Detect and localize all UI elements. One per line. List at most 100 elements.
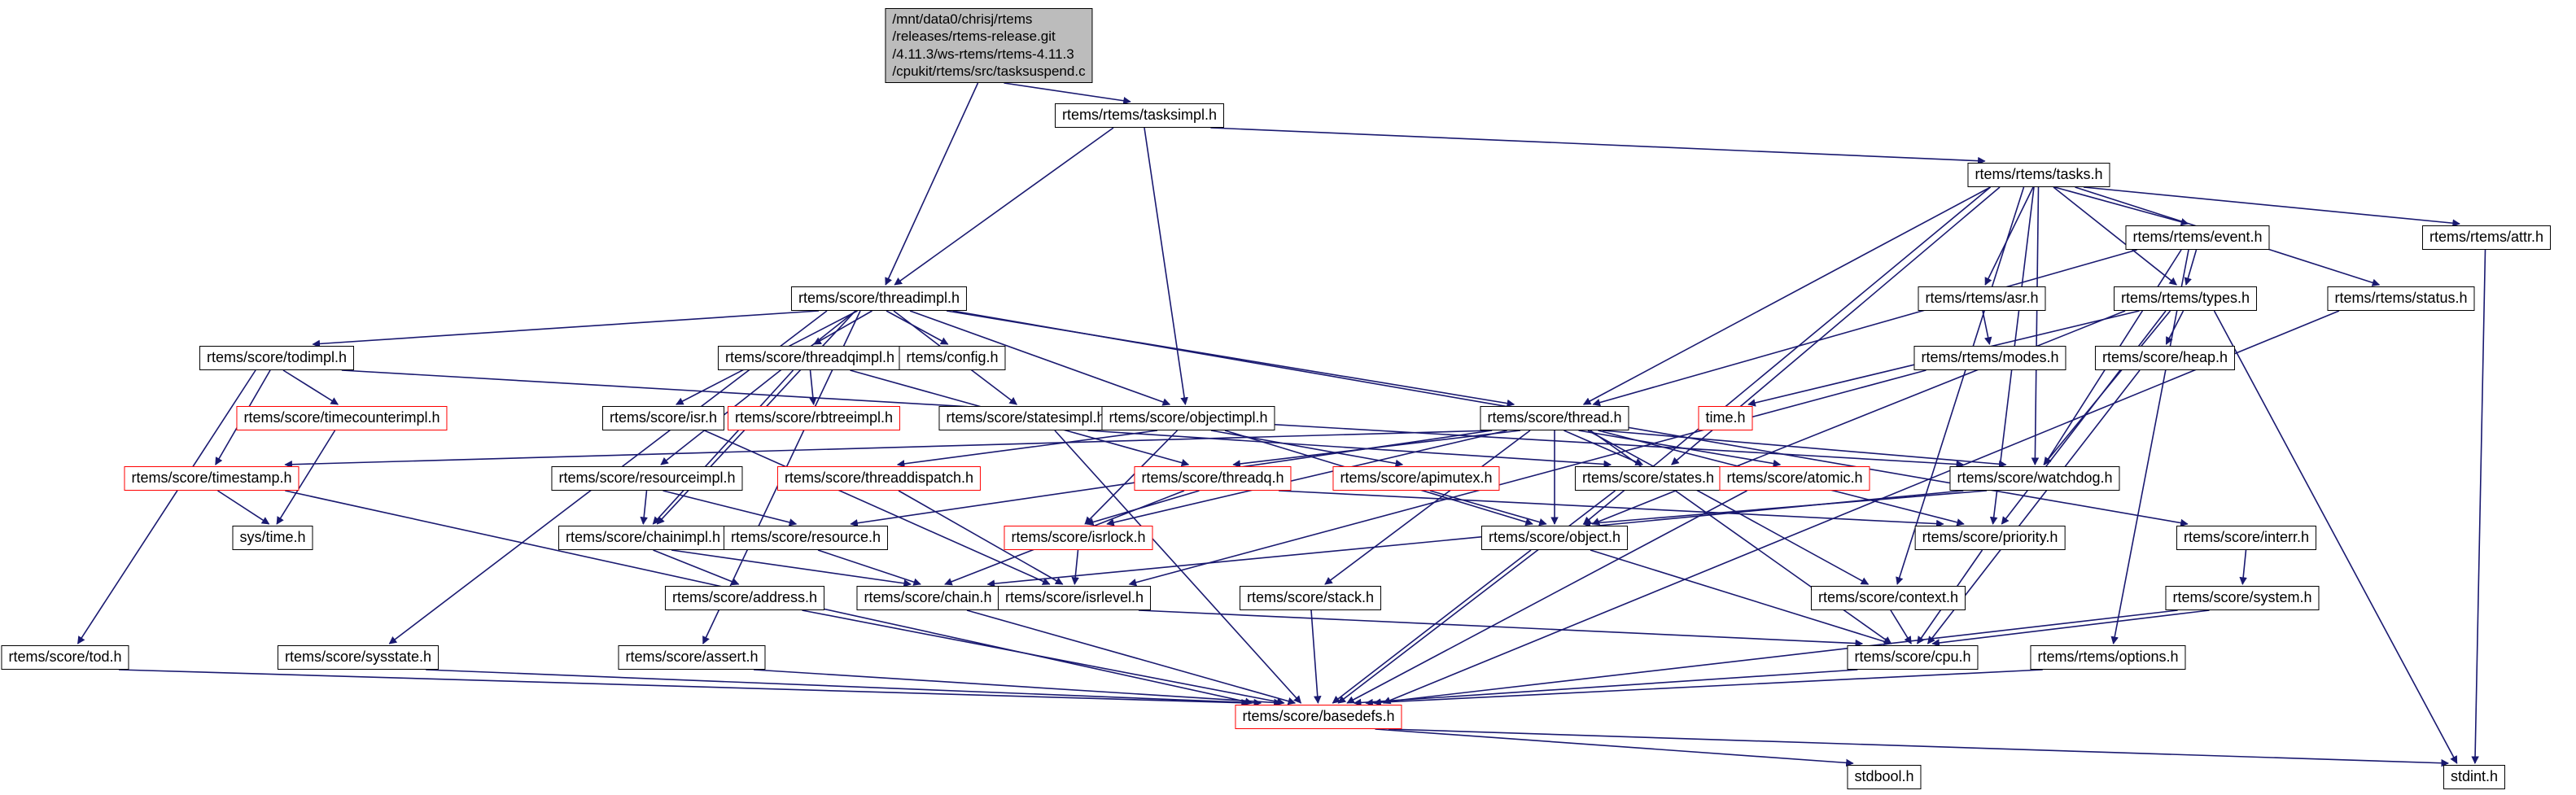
include-edge-thread-h-to-watchdog-h	[1602, 430, 2007, 469]
include-edge-system-h-to-cpu-h	[1931, 609, 2210, 647]
graph-node-threadqimpl-h[interactable]: rtems/score/threadqimpl.h	[717, 346, 903, 370]
include-edge-thread-h-to-atomic-h	[1578, 430, 1782, 468]
include-edge-thread-h-to-timestamp-h	[284, 430, 1493, 469]
graph-node-rbtreeimpl-h[interactable]: rtems/score/rbtreeimpl.h	[727, 406, 901, 430]
include-edge-cpu-h-to-basedefs-h	[1353, 669, 1858, 707]
graph-node-cpu-h[interactable]: rtems/score/cpu.h	[1847, 645, 1979, 670]
graph-node-statesimpl-h[interactable]: rtems/score/statesimpl.h	[938, 406, 1113, 430]
include-edge-threadimpl-h-to-threadqimpl-h	[813, 310, 873, 345]
include-edge-basedefs-h-to-stdbool-h	[1375, 728, 1854, 767]
include-edge-thread-h-to-context-h	[1587, 430, 1870, 585]
graph-node-threadq-h[interactable]: rtems/score/threadq.h	[1134, 466, 1292, 491]
graph-node-time-h[interactable]: time.h	[1698, 406, 1753, 430]
include-edge-basedefs-h-to-stdint-h	[1389, 728, 2450, 767]
graph-node-watchdog-h[interactable]: rtems/score/watchdog.h	[1949, 466, 2120, 491]
include-edge-objectimpl-h-to-threaddispatch-h	[896, 430, 1158, 468]
include-edge-objectimpl-h-to-isrlock-h	[1084, 430, 1179, 525]
graph-node-rtems-types-h[interactable]: rtems/rtems/types.h	[2113, 286, 2258, 311]
graph-node-stdint-h[interactable]: stdint.h	[2443, 765, 2506, 789]
graph-node-apimutex-h[interactable]: rtems/score/apimutex.h	[1332, 466, 1500, 491]
include-edge-watchdog-h-to-object-h	[1582, 490, 1988, 528]
graph-node-stack-h[interactable]: rtems/score/stack.h	[1239, 586, 1382, 610]
graph-node-states-h[interactable]: rtems/score/states.h	[1574, 466, 1722, 491]
graph-node-asr-h[interactable]: rtems/rtems/asr.h	[1918, 286, 2046, 311]
graph-node-options-h[interactable]: rtems/rtems/options.h	[2030, 645, 2186, 670]
graph-node-atomic-h[interactable]: rtems/score/atomic.h	[1719, 466, 1870, 491]
include-edge-event-h-to-thread-h	[1592, 249, 2137, 407]
graph-node-timecounterimpl-h[interactable]: rtems/score/timecounterimpl.h	[236, 406, 448, 430]
include-edge-threadqimpl-h-to-rbtreeimpl-h	[809, 369, 817, 405]
graph-node-thread-h[interactable]: rtems/score/thread.h	[1480, 406, 1629, 430]
graph-node-system-h[interactable]: rtems/score/system.h	[2165, 586, 2320, 610]
graph-node-event-h[interactable]: rtems/rtems/event.h	[2125, 225, 2270, 250]
include-edge-options-h-to-basedefs-h	[1365, 669, 2043, 707]
include-edge-atomic-h-to-basedefs-h	[1346, 490, 1747, 704]
graph-node-objectimpl-h[interactable]: rtems/score/objectimpl.h	[1101, 406, 1275, 430]
graph-node-threaddispatch-h[interactable]: rtems/score/threaddispatch.h	[776, 466, 982, 491]
graph-node-chainimpl-h[interactable]: rtems/score/chainimpl.h	[558, 526, 728, 550]
graph-node-attr-h[interactable]: rtems/rtems/attr.h	[2421, 225, 2552, 250]
include-edge-attr-h-to-stdint-h	[2471, 249, 2486, 764]
include-edge-timestamp-h-to-sys-time-h	[217, 490, 270, 525]
graph-node-isrlock-h[interactable]: rtems/score/isrlock.h	[1004, 526, 1153, 550]
include-edge-threaddispatch-h-to-isrlevel-h	[898, 490, 1064, 585]
include-edge-threadq-h-to-priority-h	[1279, 490, 1944, 528]
include-edge-tasks-h-to-event-h	[2054, 186, 2189, 226]
graph-node-assert-h[interactable]: rtems/score/assert.h	[618, 645, 766, 670]
graph-node-timestamp-h[interactable]: rtems/score/timestamp.h	[124, 466, 300, 491]
include-edge-object-h-to-basedefs-h	[1332, 549, 1532, 704]
include-edge-statesimpl-h-to-basedefs-h	[1054, 430, 1302, 704]
include-edge-tasksimpl-h-to-tasks-h	[1210, 127, 1986, 165]
include-edge-thread-h-to-cpu-h	[1590, 430, 1892, 644]
graph-node-chain-h[interactable]: rtems/score/chain.h	[856, 586, 999, 610]
include-edge-timecounterimpl-h-to-sys-time-h	[276, 430, 336, 525]
graph-node-basedefs-h[interactable]: rtems/score/basedefs.h	[1235, 705, 1402, 729]
include-edge-object-h-to-cpu-h	[1590, 549, 1892, 646]
include-edge-resourceimpl-h-to-chainimpl-h	[640, 490, 648, 525]
graph-node-threadimpl-h[interactable]: rtems/score/threadimpl.h	[790, 286, 968, 311]
graph-node-tasksuspend-c: /mnt/data0/chrisj/rtems /releases/rtems-…	[885, 8, 1093, 83]
graph-node-interr-h[interactable]: rtems/score/interr.h	[2176, 526, 2317, 550]
include-edge-event-h-to-options-h	[2110, 249, 2189, 644]
include-edge-rtems-types-h-to-watchdog-h	[2043, 310, 2171, 465]
include-edge-chain-h-to-basedefs-h	[966, 609, 1297, 705]
graph-node-object-h[interactable]: rtems/score/object.h	[1480, 526, 1629, 550]
include-edge-rtems-types-h-to-heap-h	[2165, 310, 2185, 345]
graph-node-modes-h[interactable]: rtems/rtems/modes.h	[1913, 346, 2066, 370]
include-edge-statesimpl-h-to-states-h	[1087, 430, 1612, 469]
graph-node-sys-time-h[interactable]: sys/time.h	[232, 526, 313, 550]
include-edge-threadimpl-h-to-todimpl-h	[312, 310, 820, 348]
graph-node-isrlevel-h[interactable]: rtems/score/isrlevel.h	[997, 586, 1152, 610]
include-edge-rtems-types-h-to-stdint-h	[2213, 310, 2458, 764]
include-edge-threadimpl-h-to-objectimpl-h	[909, 310, 1171, 406]
graph-node-priority-h[interactable]: rtems/score/priority.h	[1914, 526, 2066, 550]
include-edge-resourceimpl-h-to-resource-h	[663, 490, 798, 526]
graph-node-tasksimpl-h[interactable]: rtems/rtems/tasksimpl.h	[1054, 103, 1225, 128]
include-edge-tasksuspend-c-to-tasksimpl-h	[1004, 82, 1131, 105]
include-edge-tasksuspend-c-to-threadimpl-h	[885, 82, 979, 286]
graph-node-config-h[interactable]: rtems/config.h	[899, 346, 1006, 370]
graph-node-resource-h[interactable]: rtems/score/resource.h	[723, 526, 889, 550]
graph-node-resourceimpl-h[interactable]: rtems/score/resourceimpl.h	[551, 466, 743, 491]
include-edge-threadqimpl-h-to-chainimpl-h	[652, 369, 794, 525]
include-edge-chainimpl-h-to-chain-h	[671, 549, 912, 588]
include-edge-thread-h-to-isrlock-h	[1106, 430, 1507, 526]
graph-node-sysstate-h[interactable]: rtems/score/sysstate.h	[277, 645, 440, 670]
graph-node-todimpl-h[interactable]: rtems/score/todimpl.h	[199, 346, 355, 370]
graph-node-context-h[interactable]: rtems/score/context.h	[1810, 586, 1966, 610]
include-edge-system-h-to-basedefs-h	[1373, 609, 2178, 706]
include-edge-thread-h-to-states-h	[1564, 430, 1643, 465]
graph-node-tasks-h[interactable]: rtems/rtems/tasks.h	[1967, 163, 2110, 187]
graph-node-heap-h[interactable]: rtems/score/heap.h	[2094, 346, 2236, 370]
graph-node-tod-h[interactable]: rtems/score/tod.h	[1, 645, 129, 670]
graph-node-isr-h[interactable]: rtems/score/isr.h	[601, 406, 725, 430]
include-edge-address-h-to-basedefs-h	[802, 609, 1285, 706]
include-edge-asr-h-to-modes-h	[1982, 310, 1992, 345]
graph-node-status-h[interactable]: rtems/rtems/status.h	[2327, 286, 2475, 311]
include-edge-thread-h-to-stack-h	[1324, 430, 1531, 585]
graph-node-address-h[interactable]: rtems/score/address.h	[664, 586, 825, 610]
include-edge-context-h-to-cpu-h	[1890, 609, 1912, 644]
graph-node-stdbool-h[interactable]: stdbool.h	[1847, 765, 1922, 789]
include-edge-sysstate-h-to-basedefs-h	[426, 669, 1262, 707]
